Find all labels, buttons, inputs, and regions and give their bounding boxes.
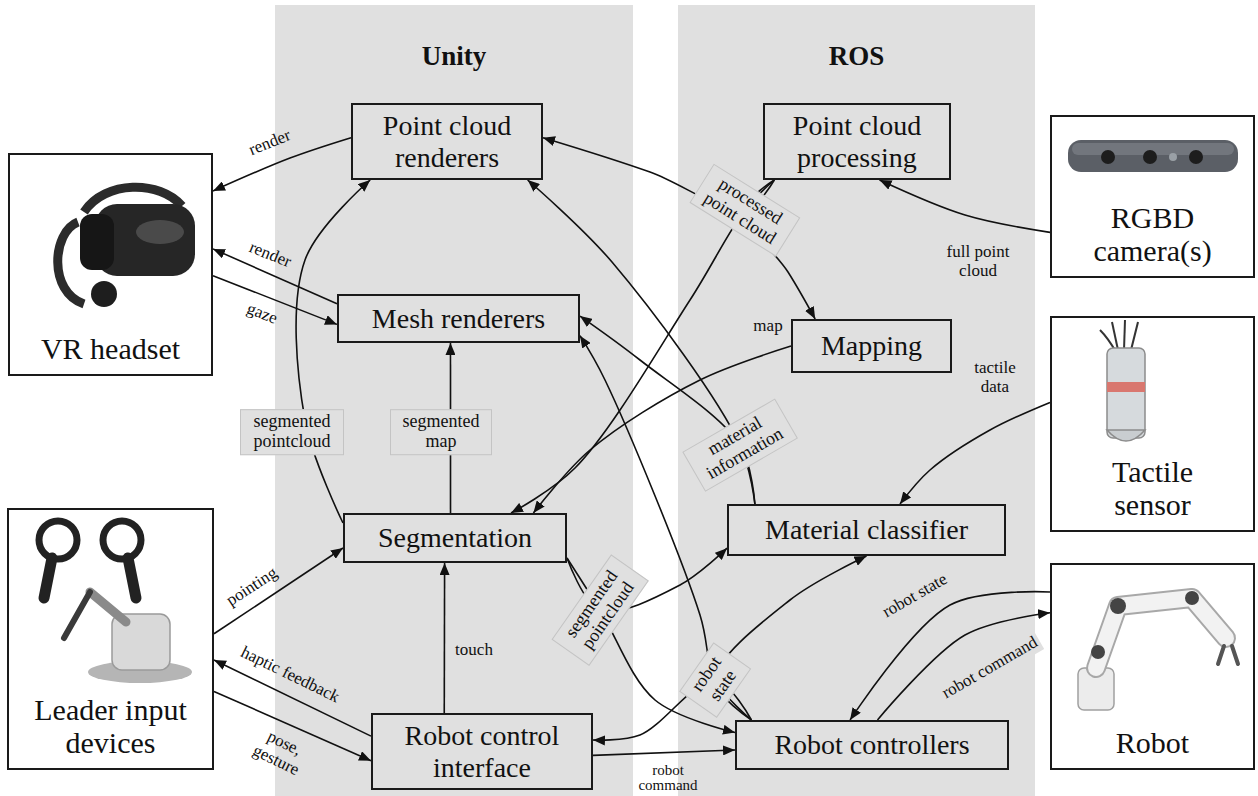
module-box: Material classifier: [727, 504, 1006, 556]
connector: [214, 548, 343, 634]
band-fill: [275, 5, 633, 796]
connector: [715, 556, 867, 720]
device-box: VR headset: [8, 153, 213, 376]
node-text: Segmentation: [378, 522, 532, 553]
haptic-stylus: [64, 592, 90, 638]
robot-arm: [1096, 598, 1226, 668]
module-box: Point cloud processing: [763, 103, 951, 180]
connector: [593, 750, 735, 755]
node-text: RGBD camera(s): [1083, 201, 1223, 268]
haptic-arm: [90, 592, 126, 622]
headset-side: [80, 214, 114, 270]
node-text: Point cloud processing: [775, 110, 939, 173]
connector: [877, 613, 1050, 720]
edge-label: tactile data: [963, 358, 1027, 397]
controller-ring: [39, 521, 77, 559]
node-text: Robot: [1116, 726, 1189, 760]
controller-grip: [128, 558, 136, 598]
robot-joint: [1091, 645, 1105, 659]
band-title: ROS: [829, 41, 885, 71]
node-text: Leader input devices: [17, 693, 204, 760]
sensor-band: [1107, 382, 1145, 392]
module-box: Segmentation: [343, 513, 567, 563]
node-text: Robot control interface: [383, 720, 581, 783]
module-box: Robot controllers: [735, 720, 1009, 770]
node-text: Material classifier: [765, 514, 968, 545]
robot-joint: [1185, 591, 1199, 605]
edge-label: robot command: [630, 762, 706, 794]
robot-gripper: [1218, 646, 1238, 664]
headset-highlight: [136, 220, 184, 244]
device-box: Robot: [1050, 563, 1255, 770]
camera-lens: [1143, 150, 1157, 164]
edge-label: full point cloud: [935, 242, 1021, 281]
connector: [443, 563, 445, 713]
module-box: Point cloud renderers: [351, 103, 543, 180]
node-text: VR headset: [41, 332, 180, 366]
connector: [900, 402, 1050, 504]
module-box: Mesh renderers: [337, 294, 580, 343]
module-box: Robot control interface: [371, 713, 593, 790]
sensor-body: [1107, 348, 1145, 438]
headset-earphone: [91, 281, 117, 307]
edge-label: touch: [452, 640, 496, 661]
controller-grip: [44, 558, 52, 598]
camera-emitter: [1169, 153, 1177, 161]
camera-lens: [1101, 150, 1115, 164]
device-box: RGBD camera(s): [1050, 115, 1255, 278]
edge-label: map: [750, 316, 785, 337]
platform-band: UnityPoint cloud renderersMesh renderers…: [275, 5, 633, 796]
edge-label: segmented map: [390, 409, 492, 455]
camera-body: [1068, 140, 1238, 172]
robot-arm-outline: [1096, 598, 1226, 668]
sensor-tip: [1107, 430, 1145, 441]
edge-label: pointing: [220, 561, 284, 612]
node-text: Mapping: [821, 330, 922, 361]
robot-joint: [1110, 598, 1126, 614]
band-title: Unity: [422, 41, 487, 71]
sensor-wire: [1131, 322, 1138, 350]
module-box: Mapping: [791, 319, 952, 373]
connector: [580, 336, 751, 720]
controller-ring: [103, 521, 141, 559]
sensor-wire: [1124, 320, 1125, 350]
device-box: Tactile sensor: [1050, 316, 1255, 532]
node-text: Tactile sensor: [1083, 455, 1223, 522]
node-text: Mesh renderers: [372, 303, 545, 334]
node-text: Robot controllers: [774, 729, 969, 760]
camera-lens: [1189, 150, 1203, 164]
device-box: Leader input devices: [7, 508, 214, 770]
edge-label: segmented pointcloud: [240, 409, 344, 455]
connector: [296, 180, 370, 523]
node-text: Point cloud renderers: [363, 110, 531, 173]
connector: [880, 180, 1050, 232]
